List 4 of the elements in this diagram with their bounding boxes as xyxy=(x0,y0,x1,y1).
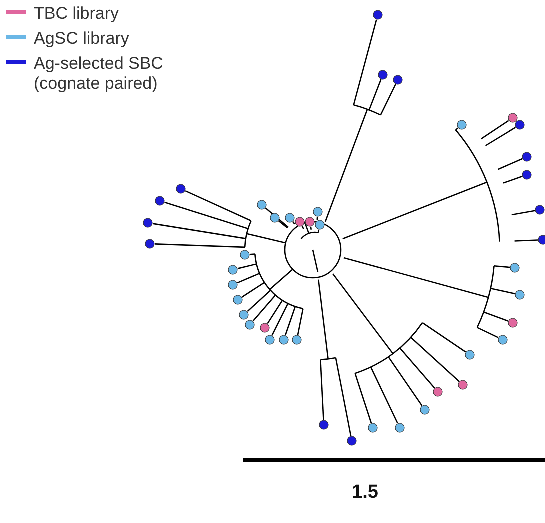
legend-label: TBC library xyxy=(34,4,120,24)
scale-value: 1.5 xyxy=(352,482,378,504)
legend-label: AgSC library xyxy=(34,29,130,49)
legend-label: Ag-selected SBC (cognate paired) xyxy=(34,54,164,94)
